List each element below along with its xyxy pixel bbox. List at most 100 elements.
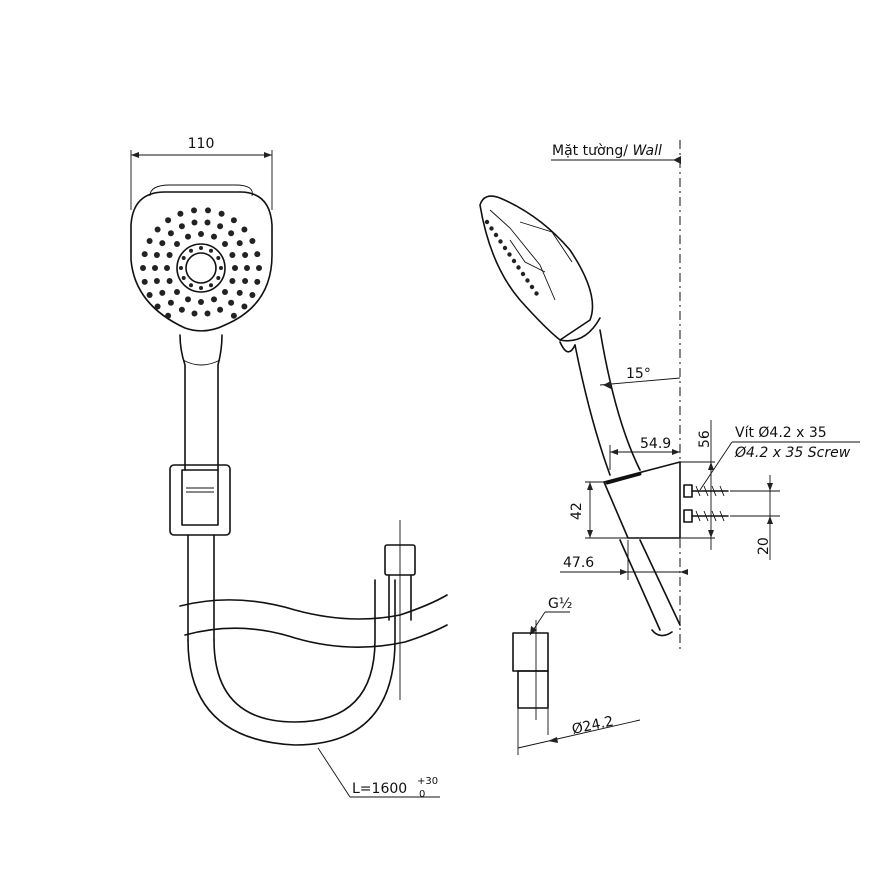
- angle-label: 15°: [626, 366, 651, 382]
- shower-head-front: [130, 184, 273, 471]
- screw-spacing-dimension: 20: [730, 475, 780, 560]
- nozzle-dot: [217, 306, 224, 313]
- nozzle-dot: [222, 289, 228, 295]
- nozzle-dot: [165, 217, 172, 224]
- nozzle-dot: [154, 226, 161, 233]
- side-nozzle-dot: [493, 232, 499, 238]
- side-nozzle-dot: [484, 219, 490, 225]
- screw-spacing-label: 20: [756, 537, 772, 555]
- nozzle-dot: [141, 278, 148, 285]
- nozzle-dot: [159, 289, 166, 296]
- inner-nozzle-dot: [209, 283, 213, 288]
- bracket-height-label: 42: [569, 502, 585, 520]
- nozzle-dot: [166, 278, 173, 284]
- side-nozzles: [484, 219, 539, 296]
- hose-length-callout: L=1600 +30 0: [317, 747, 440, 800]
- inner-nozzle-dot: [181, 256, 186, 260]
- side-nozzle-dot: [516, 265, 521, 270]
- nozzle-dot: [166, 252, 173, 258]
- nozzle-dot: [198, 231, 204, 237]
- screw-label-vi: Vít Ø4.2 x 35: [735, 425, 827, 441]
- nozzle-dot: [153, 252, 160, 258]
- inner-nozzle-dot: [216, 256, 221, 260]
- nozzle-dot: [230, 217, 237, 224]
- nozzle-dot: [241, 226, 248, 233]
- nozzle-dot: [249, 292, 256, 298]
- nozzle-dot: [211, 296, 217, 303]
- nozzle-dot: [218, 210, 225, 217]
- depth-label: 54.9: [640, 436, 671, 452]
- nozzle-dot: [205, 207, 211, 214]
- nozzle-dot: [242, 252, 249, 258]
- side-nozzle-dot: [507, 252, 512, 257]
- side-nozzle-dot: [498, 239, 503, 244]
- side-view: Mặt tường/ Wall: [479, 140, 860, 650]
- width-label: 110: [188, 136, 215, 152]
- nozzle-dot: [229, 278, 236, 284]
- inner-nozzle-dot: [189, 283, 193, 288]
- holder-height-label: 56: [697, 430, 713, 448]
- nozzle-dot: [178, 306, 185, 313]
- nozzle-dot: [198, 299, 204, 305]
- wall-label: Mặt tường/ Wall: [552, 143, 662, 159]
- inner-nozzle-dot: [199, 246, 203, 250]
- nozzle-dot: [185, 233, 191, 240]
- side-nozzle-dot: [525, 278, 530, 283]
- nozzle-dot: [146, 292, 153, 298]
- inner-nozzle-dot: [209, 248, 213, 253]
- depth-dimension: 54.9: [609, 436, 680, 470]
- nozzle-dot: [185, 296, 191, 303]
- nozzle-dot: [164, 265, 170, 271]
- front-view: 110: [130, 136, 448, 800]
- side-nozzle-dot: [520, 271, 526, 277]
- nozzle-dot: [167, 230, 174, 237]
- nozzle-dot: [146, 238, 153, 244]
- nozzle-dot: [140, 265, 146, 271]
- side-nozzle-dot: [489, 226, 494, 231]
- shower-head-side: [479, 195, 641, 476]
- hose: [179, 520, 448, 746]
- nozzle-dot: [159, 240, 166, 247]
- nozzle-dot: [191, 310, 198, 317]
- nozzle-dot: [241, 303, 248, 310]
- nozzle-dot: [177, 210, 184, 217]
- nozzle-dot: [178, 223, 185, 230]
- side-nozzle-dot: [534, 291, 539, 296]
- nozzle-dot: [165, 312, 172, 319]
- hose-tolerance-upper: +30: [417, 776, 438, 787]
- nozzle-dot: [232, 265, 238, 271]
- nozzle-dot: [244, 265, 250, 271]
- nozzle-dot: [174, 241, 180, 247]
- side-nozzle-dot: [529, 284, 535, 290]
- spray-nozzles: [140, 207, 262, 319]
- angle-dimension: 15°: [599, 366, 681, 389]
- nozzle-dot: [174, 289, 180, 295]
- nozzle-dot: [254, 278, 261, 285]
- inner-nozzle-dot: [219, 266, 223, 270]
- side-nozzle-dot: [511, 258, 517, 264]
- screw-label-en: Ø4.2 x 35 Screw: [734, 445, 851, 461]
- nozzle-dot: [141, 251, 148, 258]
- bottom-depth-dimension: 47.6: [560, 540, 688, 580]
- nozzle-dot: [191, 219, 198, 226]
- holder-bracket-front: [169, 464, 231, 536]
- inner-nozzle-dot: [189, 248, 193, 253]
- hose-tolerance-lower: 0: [419, 789, 425, 800]
- nozzle-dot: [153, 278, 160, 284]
- nozzle-dot: [204, 310, 211, 317]
- nozzle-dot: [154, 303, 161, 310]
- inner-nozzle-dot: [199, 286, 203, 290]
- nozzle-dot: [191, 207, 197, 214]
- hose-length-label: L=1600: [352, 781, 407, 797]
- inner-nozzle-dot: [216, 276, 221, 280]
- connector-detail: G½ Ø24.2: [512, 596, 641, 755]
- thread-label: G½: [548, 596, 572, 612]
- inner-nozzle-dot: [181, 276, 186, 280]
- connector-diameter-label: Ø24.2: [571, 713, 616, 737]
- side-nozzle-dot: [502, 245, 508, 251]
- nozzle-dot: [256, 265, 262, 271]
- bracket-height-dimension: 42: [569, 481, 628, 539]
- nozzle-dot: [222, 241, 228, 247]
- bottom-depth-label: 47.6: [563, 555, 594, 571]
